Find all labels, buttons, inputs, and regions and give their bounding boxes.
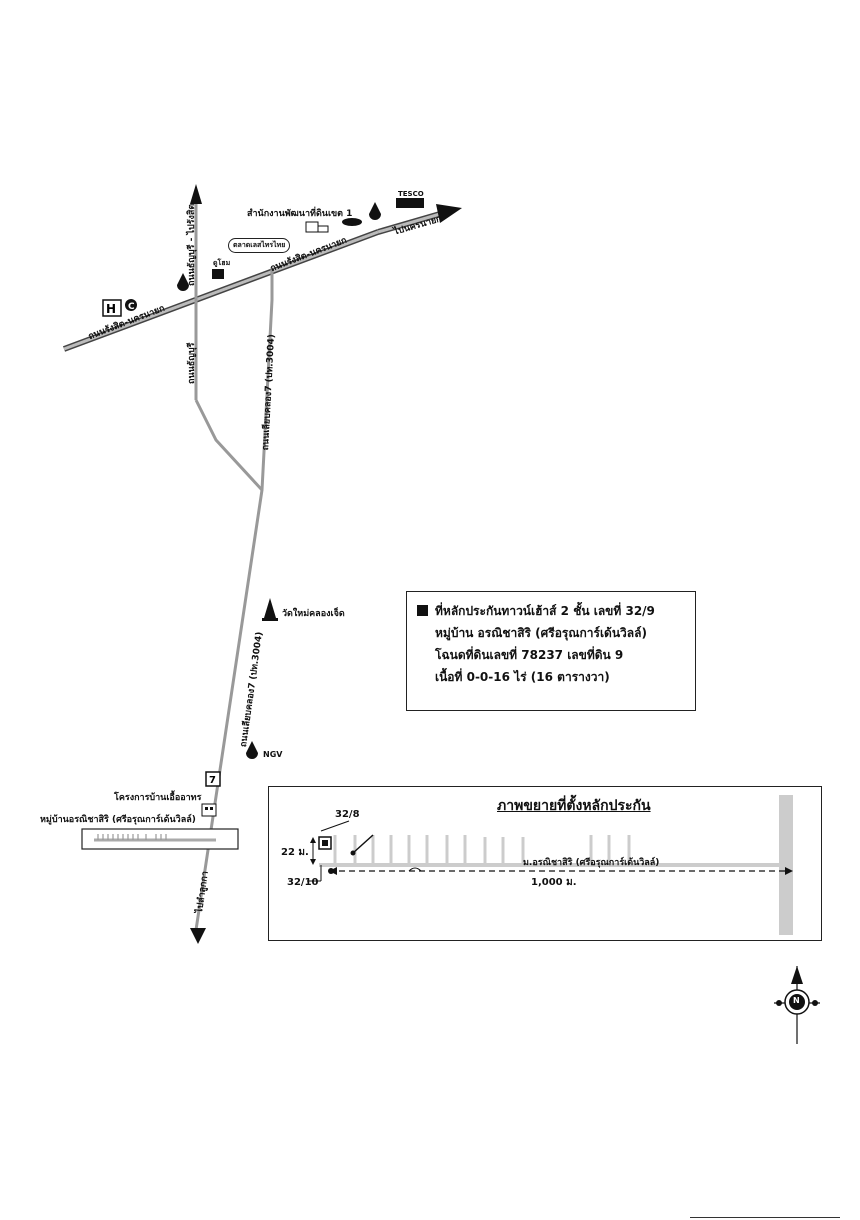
thanyaburi-road — [190, 184, 264, 492]
label-ngv: NGV — [263, 750, 283, 759]
main-road — [62, 204, 462, 352]
square-marker-icon — [417, 605, 428, 616]
inset-main-road — [779, 795, 793, 935]
info-line-4: เนื้อที่ 0-0-16 ไร่ (16 ตารางวา) — [435, 670, 610, 684]
compass-label: N — [793, 996, 800, 1005]
arrow-north-icon — [190, 184, 202, 204]
tesco-logo-icon — [396, 198, 424, 208]
lot-label-a: 32/8 — [335, 809, 360, 820]
label-temple: วัดใหม่คลองเจ็ด — [282, 609, 345, 619]
lot-label-b: 32/10 — [287, 877, 319, 888]
village-strip — [81, 828, 239, 850]
info-line-2: หมู่บ้าน อรณิชาสิริ (ศรีอรุณการ์เด้นวิลล… — [435, 626, 647, 640]
width-label: 22 ม. — [281, 847, 309, 858]
svg-text:C: C — [128, 302, 135, 312]
label-land-office: สำนักงานพัฒนาที่ดินเขต 1 — [247, 209, 353, 219]
info-line-1: ที่หลักประกันทาวน์เฮ้าส์ 2 ชั้น เลขที่ 3… — [417, 600, 685, 622]
ptt-logo-icon — [342, 218, 362, 226]
label-village: หมู่บ้านอรณิชาสิริ (ศรีอรุณการ์เด้นวิลล์… — [40, 815, 196, 825]
inset-road-label: ม.อรณิชาสิริ (ศรีอรุณการ์เด้นวิลล์) — [523, 858, 660, 868]
dulong-icon — [212, 269, 224, 279]
compass-icon — [774, 966, 820, 1044]
gas-station-icon — [177, 273, 189, 291]
temple-icon — [262, 598, 278, 621]
building-icon — [305, 221, 329, 233]
arrow-east-icon — [436, 204, 462, 223]
market-sign: ตลาดเลสไทรไทย — [228, 238, 291, 253]
road-label-thanyaburi: ถนนธัญบุรี - ไปรังสิต — [187, 203, 197, 286]
road-label-thanyaburi-lower: ถนนธัญบุรี — [187, 342, 197, 384]
gas-station-icon — [369, 202, 381, 220]
inset-title: ภาพขยายที่ตั้งหลักประกัน — [497, 798, 651, 814]
label-project: โครงการบ้านเอื้ออาทร — [114, 793, 202, 803]
info-text-1: ที่หลักประกันทาวน์เฮ้าส์ 2 ชั้น เลขที่ 3… — [435, 604, 655, 618]
honda-logo-icon: H C — [102, 299, 137, 317]
arrow-south-icon — [190, 928, 206, 944]
svg-text:7: 7 — [209, 775, 216, 786]
svg-text:H: H — [106, 302, 116, 316]
inset-side-streets — [333, 835, 631, 865]
gas-station-icon — [246, 741, 258, 759]
info-line-3: โฉนดที่ดินเลขที่ 78237 เลขที่ดิน 9 — [435, 648, 624, 662]
label-dulong: ดูโฮม — [213, 259, 231, 267]
footer-rule — [690, 1217, 840, 1218]
label-tesco: TESCO — [398, 190, 424, 198]
inset-diagram — [307, 795, 793, 935]
inset-enlargement: ภาพขยายที่ตั้งหลักประกัน 32/8 32/10 22 ม… — [268, 786, 822, 941]
seven-eleven-icon: 7 — [205, 771, 221, 787]
property-info-box: ที่หลักประกันทาวน์เฮ้าส์ 2 ชั้น เลขที่ 3… — [406, 591, 696, 711]
klong7-road — [190, 268, 274, 944]
building-icon — [201, 803, 217, 817]
distance-label: 1,000 ม. — [531, 877, 577, 888]
